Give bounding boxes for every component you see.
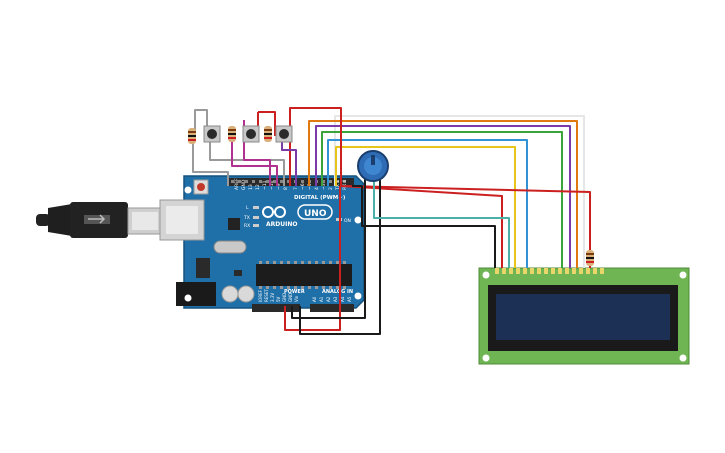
wire-red-backlight[interactable] bbox=[345, 185, 591, 268]
svg-text:~11: ~11 bbox=[262, 180, 268, 190]
svg-text:RX 0: RX 0 bbox=[342, 179, 348, 190]
svg-text:GND: GND bbox=[241, 179, 247, 190]
resistor-icon[interactable] bbox=[264, 126, 272, 142]
usb-chip bbox=[228, 218, 240, 230]
power-label: POWER bbox=[284, 289, 305, 295]
power-header bbox=[252, 304, 300, 312]
svg-text:TX: TX bbox=[243, 215, 250, 221]
wire-teal-contrast[interactable] bbox=[373, 176, 510, 268]
svg-text:AREF: AREF bbox=[234, 178, 240, 190]
svg-text:5V: 5V bbox=[276, 296, 281, 302]
svg-text:Vin: Vin bbox=[294, 295, 299, 302]
wire-purple[interactable] bbox=[315, 125, 571, 268]
usb-cable-icon[interactable] bbox=[36, 202, 163, 238]
svg-text:13: 13 bbox=[248, 184, 254, 190]
wire-white[interactable] bbox=[334, 115, 585, 268]
crystal bbox=[213, 240, 247, 254]
arduino-logo bbox=[262, 204, 333, 220]
digital-label: DIGITAL (PWM~) bbox=[294, 195, 346, 201]
capacitor bbox=[221, 285, 239, 303]
wire-red-5v[interactable] bbox=[284, 186, 341, 331]
lcd-pins bbox=[495, 268, 604, 274]
resistor-icon[interactable] bbox=[228, 126, 236, 142]
rx-led bbox=[253, 224, 259, 227]
wire-black-lcd-gnd[interactable] bbox=[352, 185, 496, 268]
svg-text:4: 4 bbox=[314, 187, 320, 190]
svg-text:L: L bbox=[246, 205, 249, 211]
wire-red-vcc[interactable] bbox=[289, 107, 503, 268]
svg-text:RX: RX bbox=[244, 223, 250, 229]
svg-text:ON: ON bbox=[344, 218, 351, 224]
svg-text:A0: A0 bbox=[312, 296, 317, 302]
pushbutton-3[interactable] bbox=[275, 125, 293, 143]
lcd-16x2[interactable] bbox=[478, 267, 690, 365]
voltage-regulator bbox=[196, 258, 210, 278]
analog-header bbox=[310, 304, 354, 312]
svg-text:A2: A2 bbox=[326, 296, 331, 302]
lcd-screen bbox=[496, 294, 670, 340]
svg-text:GND: GND bbox=[282, 293, 287, 302]
svg-text:~10: ~10 bbox=[269, 180, 275, 190]
capacitor bbox=[237, 285, 255, 303]
wire-green[interactable] bbox=[321, 131, 563, 268]
resistor-icon[interactable] bbox=[188, 128, 196, 144]
svg-text:A1: A1 bbox=[319, 296, 324, 302]
model-label: UNO bbox=[304, 209, 327, 219]
svg-text:GND: GND bbox=[288, 293, 293, 302]
svg-text:TX 1: TX 1 bbox=[335, 180, 341, 191]
wire-yellow[interactable] bbox=[335, 146, 516, 268]
svg-text:12: 12 bbox=[255, 184, 261, 190]
svg-text:A4: A4 bbox=[340, 296, 345, 302]
pushbutton-1[interactable] bbox=[203, 125, 221, 143]
arduino-uno-board[interactable]: AREF GND 13 12 ~11 ~10 ~9 8 7 ~6 ~5 4 ~3… bbox=[159, 175, 365, 312]
svg-text:8: 8 bbox=[283, 187, 289, 190]
wires bbox=[192, 107, 591, 335]
svg-text:3.3V: 3.3V bbox=[270, 293, 275, 302]
power-pin-labels: IOREF RESET 3.3V 5V GND GND Vin bbox=[258, 289, 299, 302]
potentiometer-icon[interactable] bbox=[357, 150, 389, 182]
brand-label: ARDUINO bbox=[266, 221, 297, 228]
tx-led bbox=[253, 216, 259, 219]
svg-text:A5: A5 bbox=[347, 296, 352, 302]
pushbutton-2[interactable] bbox=[242, 125, 260, 143]
analog-label: ANALOG IN bbox=[322, 289, 353, 295]
svg-text:A3: A3 bbox=[333, 296, 338, 302]
svg-text:RESET: RESET bbox=[264, 289, 269, 302]
digital-pin-labels: AREF GND 13 12 ~11 ~10 ~9 8 7 ~6 ~5 4 ~3… bbox=[234, 178, 348, 191]
wire-orange[interactable] bbox=[308, 120, 578, 268]
svg-text:IOREF: IOREF bbox=[258, 289, 263, 302]
wire-gray[interactable] bbox=[194, 109, 208, 140]
svg-text:~3: ~3 bbox=[321, 183, 327, 190]
svg-text:~6: ~6 bbox=[300, 183, 306, 190]
svg-text:~5: ~5 bbox=[307, 183, 313, 190]
svg-text:2: 2 bbox=[328, 187, 334, 190]
l-led bbox=[253, 206, 259, 209]
wire-blue[interactable] bbox=[327, 139, 528, 268]
resistor-icon[interactable] bbox=[586, 250, 594, 266]
barrel-jack bbox=[176, 282, 216, 306]
svg-text:7: 7 bbox=[293, 187, 299, 190]
wire-black-gnd[interactable] bbox=[291, 172, 366, 319]
analog-pin-labels: A0 A1 A2 A3 A4 A5 bbox=[312, 296, 352, 302]
atmega-chip bbox=[256, 264, 352, 286]
svg-text:~9: ~9 bbox=[276, 183, 282, 190]
